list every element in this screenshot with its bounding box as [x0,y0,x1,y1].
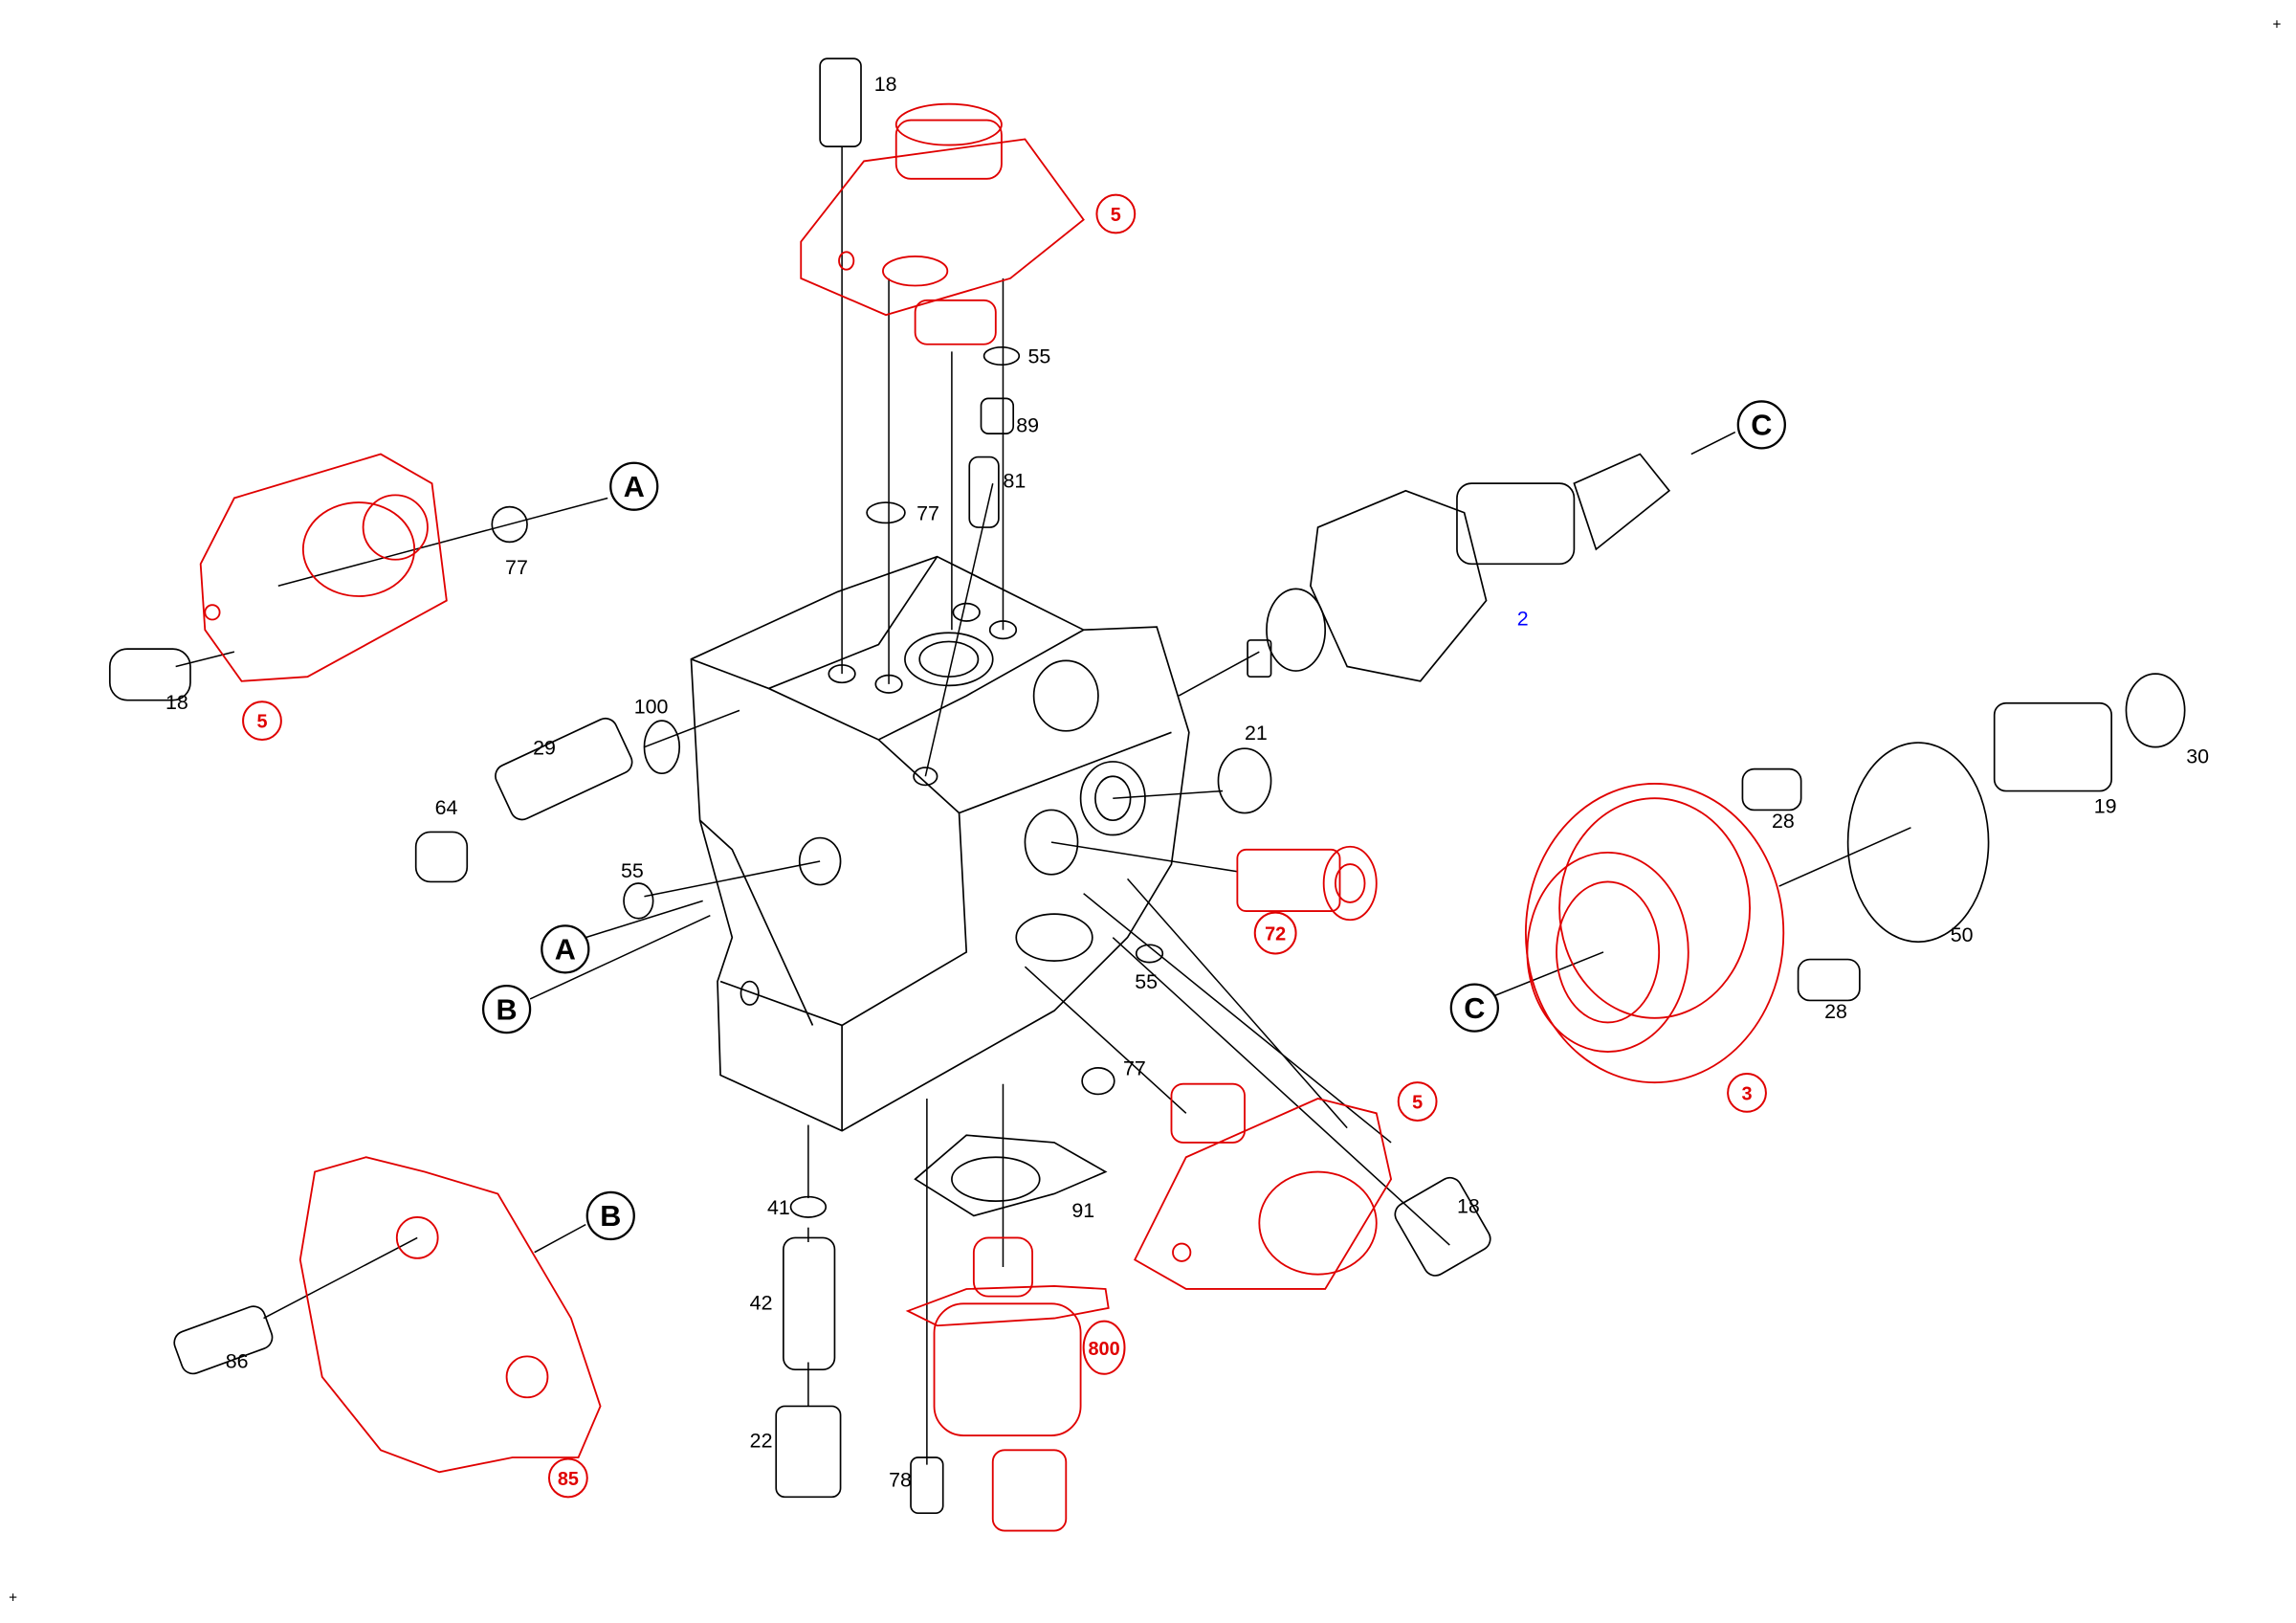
part-label: 21 [1245,722,1268,745]
part-label: 55 [1135,970,1158,993]
svg-text:5: 5 [256,712,267,733]
svg-text:3: 3 [1741,1084,1752,1105]
part-label: 81 [1003,470,1026,493]
connection-callout-a: A [541,924,590,974]
corner-mark: + [2273,17,2282,33]
part-label: 29 [533,736,556,759]
part-label: 22 [750,1429,773,1452]
svg-text:72: 72 [1265,924,1286,945]
part-label: 89 [1016,414,1039,437]
part-label: 28 [1824,1000,1847,1023]
red-callout: 5 [1397,1081,1438,1122]
part-label: 30 [2186,745,2209,767]
reference-label: 2 [1517,608,1529,631]
part-label: 42 [750,1291,773,1314]
small-parts [108,57,2186,1515]
part-label: 55 [621,859,644,882]
metering-unit-800 [905,1236,1110,1532]
connection-callout-a: A [609,461,659,511]
pressure-valve-72 [1236,845,1378,922]
connection-callout-c: C [1736,400,1786,450]
red-callout: 72 [1253,911,1297,955]
part-label: 86 [226,1350,249,1373]
part-label: 19 [2094,795,2117,818]
pump-housing [690,555,1190,1132]
part-label: 18 [874,73,897,96]
part-label: 18 [1457,1194,1480,1217]
part-label: 64 [435,796,458,819]
svg-text:B: B [600,1200,621,1233]
part-labels: 18 55 89 81 77 77 18 100 29 64 21 55 55 … [166,73,2209,1492]
connection-callout-c: C [1449,983,1499,1033]
part-label: 77 [916,501,939,524]
part-label: 91 [1071,1199,1094,1222]
red-callout: 3 [1727,1072,1767,1113]
part-label: 100 [634,695,669,718]
red-callout: 5 [1095,193,1137,234]
red-callout: 800 [1082,1320,1126,1375]
connection-callout-b: B [585,1190,635,1241]
part-label: 77 [1123,1057,1146,1080]
pump-element-top [800,102,1085,345]
red-callout: 5 [242,700,282,741]
pump-element-lower [1134,1082,1393,1290]
svg-text:C: C [1464,992,1485,1025]
svg-text:5: 5 [1412,1093,1423,1114]
svg-text:800: 800 [1088,1339,1119,1360]
svg-text:85: 85 [558,1469,579,1490]
part-label: 28 [1772,810,1795,833]
red-callout: 85 [547,1457,588,1499]
corner-mark: + [9,1590,17,1607]
connection-callout-b: B [481,984,532,1034]
pump-element-left [199,453,448,682]
part-label: 77 [505,556,528,579]
svg-text:A: A [624,471,645,503]
cover-85 [298,1156,602,1474]
part-label: 78 [889,1469,912,1492]
leader-lines [175,146,1911,1465]
svg-text:5: 5 [1111,205,1121,226]
svg-text:C: C [1751,410,1772,442]
part-label: 41 [767,1196,790,1219]
svg-text:B: B [497,993,518,1026]
flange-3 [1524,783,1785,1084]
svg-text:A: A [555,934,576,967]
part-label: 55 [1027,345,1050,368]
part-label: 18 [166,691,188,714]
part-label: 50 [1951,923,1974,946]
drive-shaft [1247,453,1671,682]
